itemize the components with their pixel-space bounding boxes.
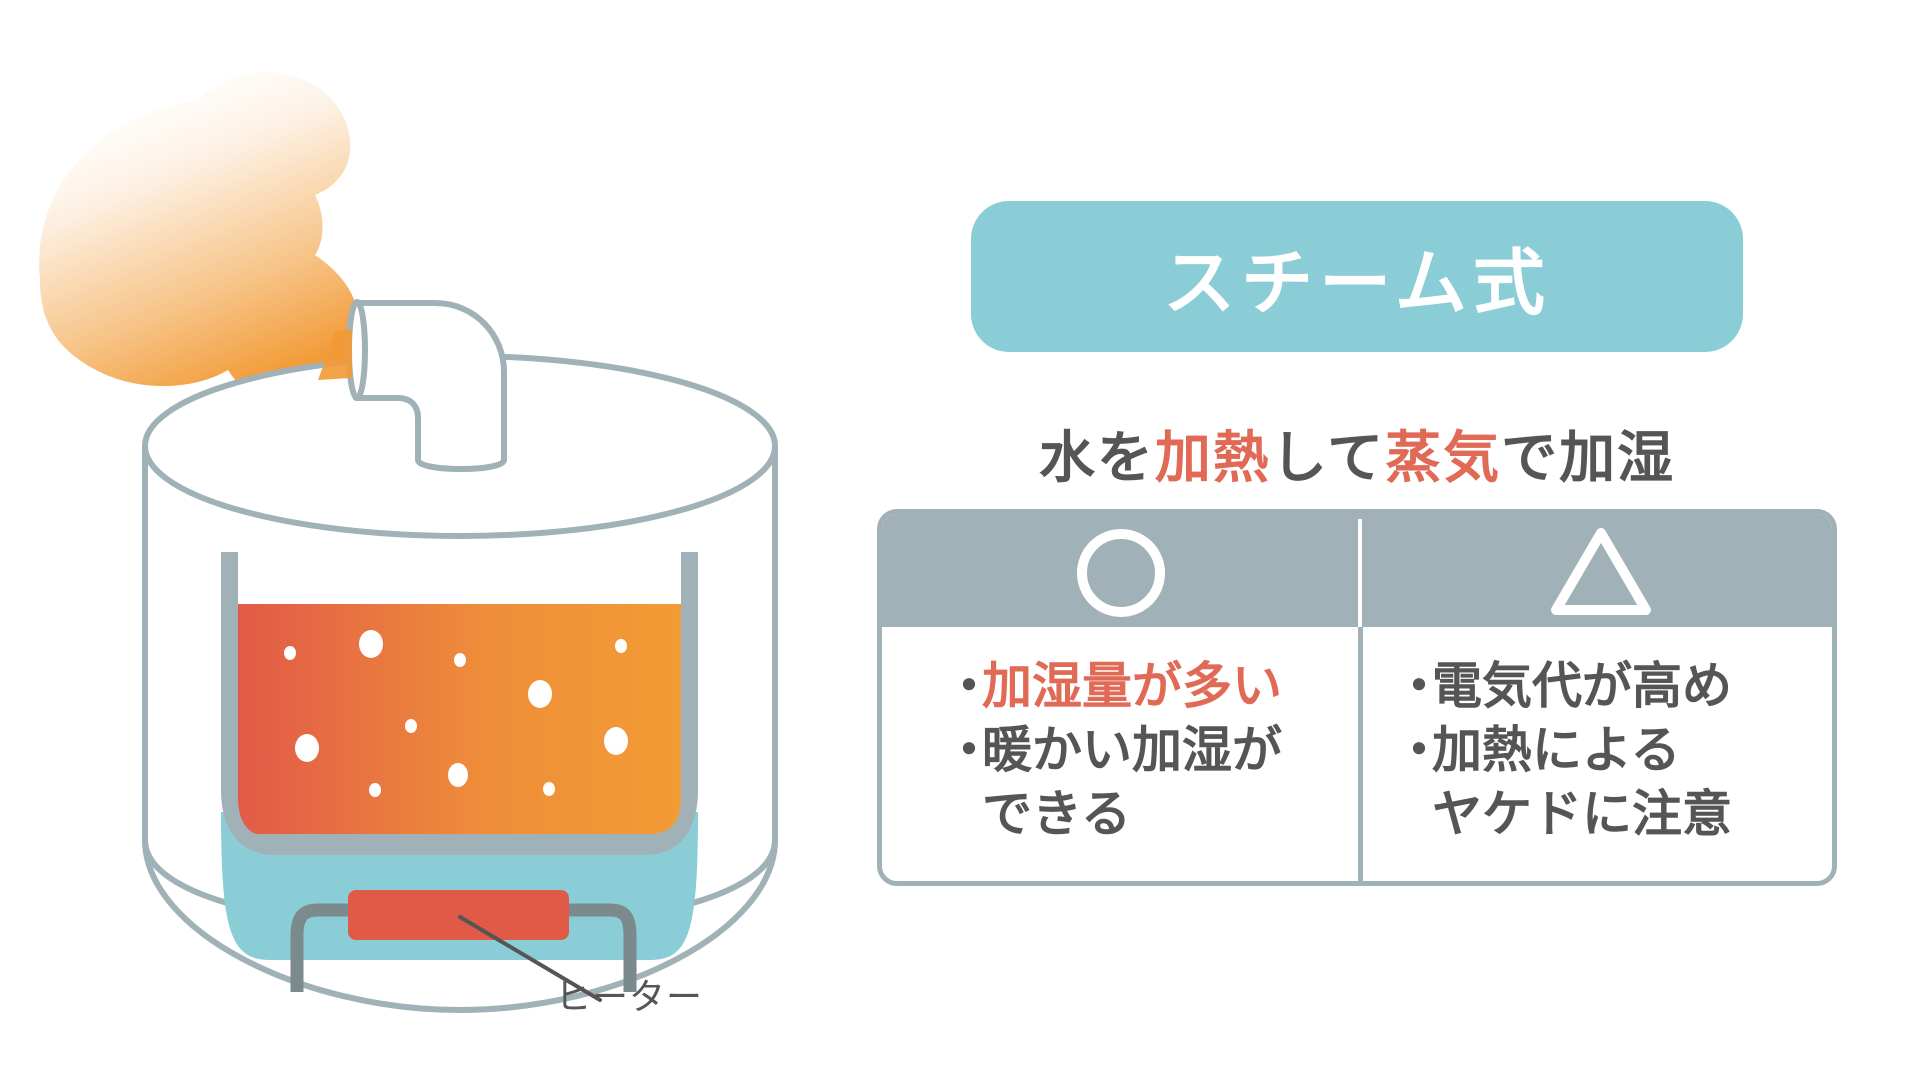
pros-header [882, 514, 1360, 627]
pros-item: ・ 加湿量が多い [944, 654, 1384, 718]
subtitle-part: で加湿 [1501, 426, 1676, 491]
cons-item-continued: ヤケドに注意 [1394, 782, 1832, 846]
water-tank-icon [221, 552, 698, 960]
subtitle-highlight-steam: 蒸気 [1385, 426, 1502, 491]
cons-item: ・ 電気代が高め [1394, 654, 1832, 718]
pros-item-text: 暖かい加湿が [982, 721, 1282, 779]
column-divider [1358, 627, 1363, 881]
column-divider [1358, 519, 1362, 627]
heater-icon [290, 890, 637, 992]
pros-item-continued: できる [944, 782, 1384, 846]
bullet: ・ [944, 721, 994, 779]
heater-label: ヒーター [555, 977, 704, 1018]
pros-item-text: 加湿量が多い [982, 657, 1282, 715]
steam-pipe-icon [318, 299, 507, 472]
table-header [882, 514, 1832, 627]
bullet: ・ [944, 657, 994, 715]
cons-cell: ・ 電気代が高め ・ 加熱による ヤケドに注意 [1394, 654, 1832, 846]
subtitle: 水を加熱して蒸気で加湿 [971, 414, 1743, 504]
steam-cloud-icon [39, 72, 367, 403]
pros-cell: ・ 加湿量が多い ・ 暖かい加湿が できる [944, 654, 1384, 846]
cons-item: ・ 加熱による [1394, 718, 1832, 782]
bubbles-icon [284, 630, 628, 797]
pros-item: ・ 暖かい加湿が [944, 718, 1384, 782]
title-banner: スチーム式 [971, 201, 1743, 352]
subtitle-part: 水を [1038, 426, 1155, 491]
cons-item-text: 加熱による [1432, 721, 1681, 779]
cons-item-text: 電気代が高め [1432, 657, 1732, 715]
steam-humidifier-illustration [39, 72, 778, 1014]
pros-cons-table: ・ 加湿量が多い ・ 暖かい加湿が できる ・ 電気代が高め ・ 加熱による ヤ… [877, 509, 1837, 886]
subtitle-part: して [1270, 426, 1386, 491]
page-title: スチーム式 [1163, 241, 1551, 325]
subtitle-highlight-heating: 加熱 [1154, 426, 1271, 491]
circle-icon [1077, 528, 1165, 617]
bullet: ・ [1394, 657, 1444, 715]
heater-leader-line [458, 915, 602, 1002]
cons-item-text: ヤケドに注意 [1432, 785, 1732, 843]
bullet: ・ [1394, 721, 1444, 779]
cons-header [1362, 514, 1832, 627]
triangle-icon [1551, 527, 1651, 615]
pros-item-text: できる [982, 785, 1131, 843]
